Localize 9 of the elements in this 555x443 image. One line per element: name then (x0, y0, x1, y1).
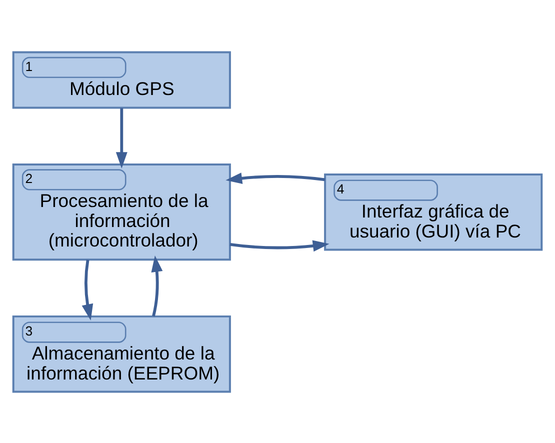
arrow (82, 259, 94, 320)
node-box: 3 Almacenamiento de la información (EEPROM) (12, 314, 231, 392)
arrow (151, 254, 163, 316)
node-box: 1 Módulo GPS (12, 50, 231, 108)
arrow (116, 108, 128, 168)
node-box: 4 Interfaz gráfica de usuario (GUI) vía PC (324, 172, 543, 250)
arrow (230, 240, 330, 252)
node-box: 2 Procesamiento de la información (microcontrolador) (12, 163, 231, 260)
arrow (226, 172, 326, 184)
